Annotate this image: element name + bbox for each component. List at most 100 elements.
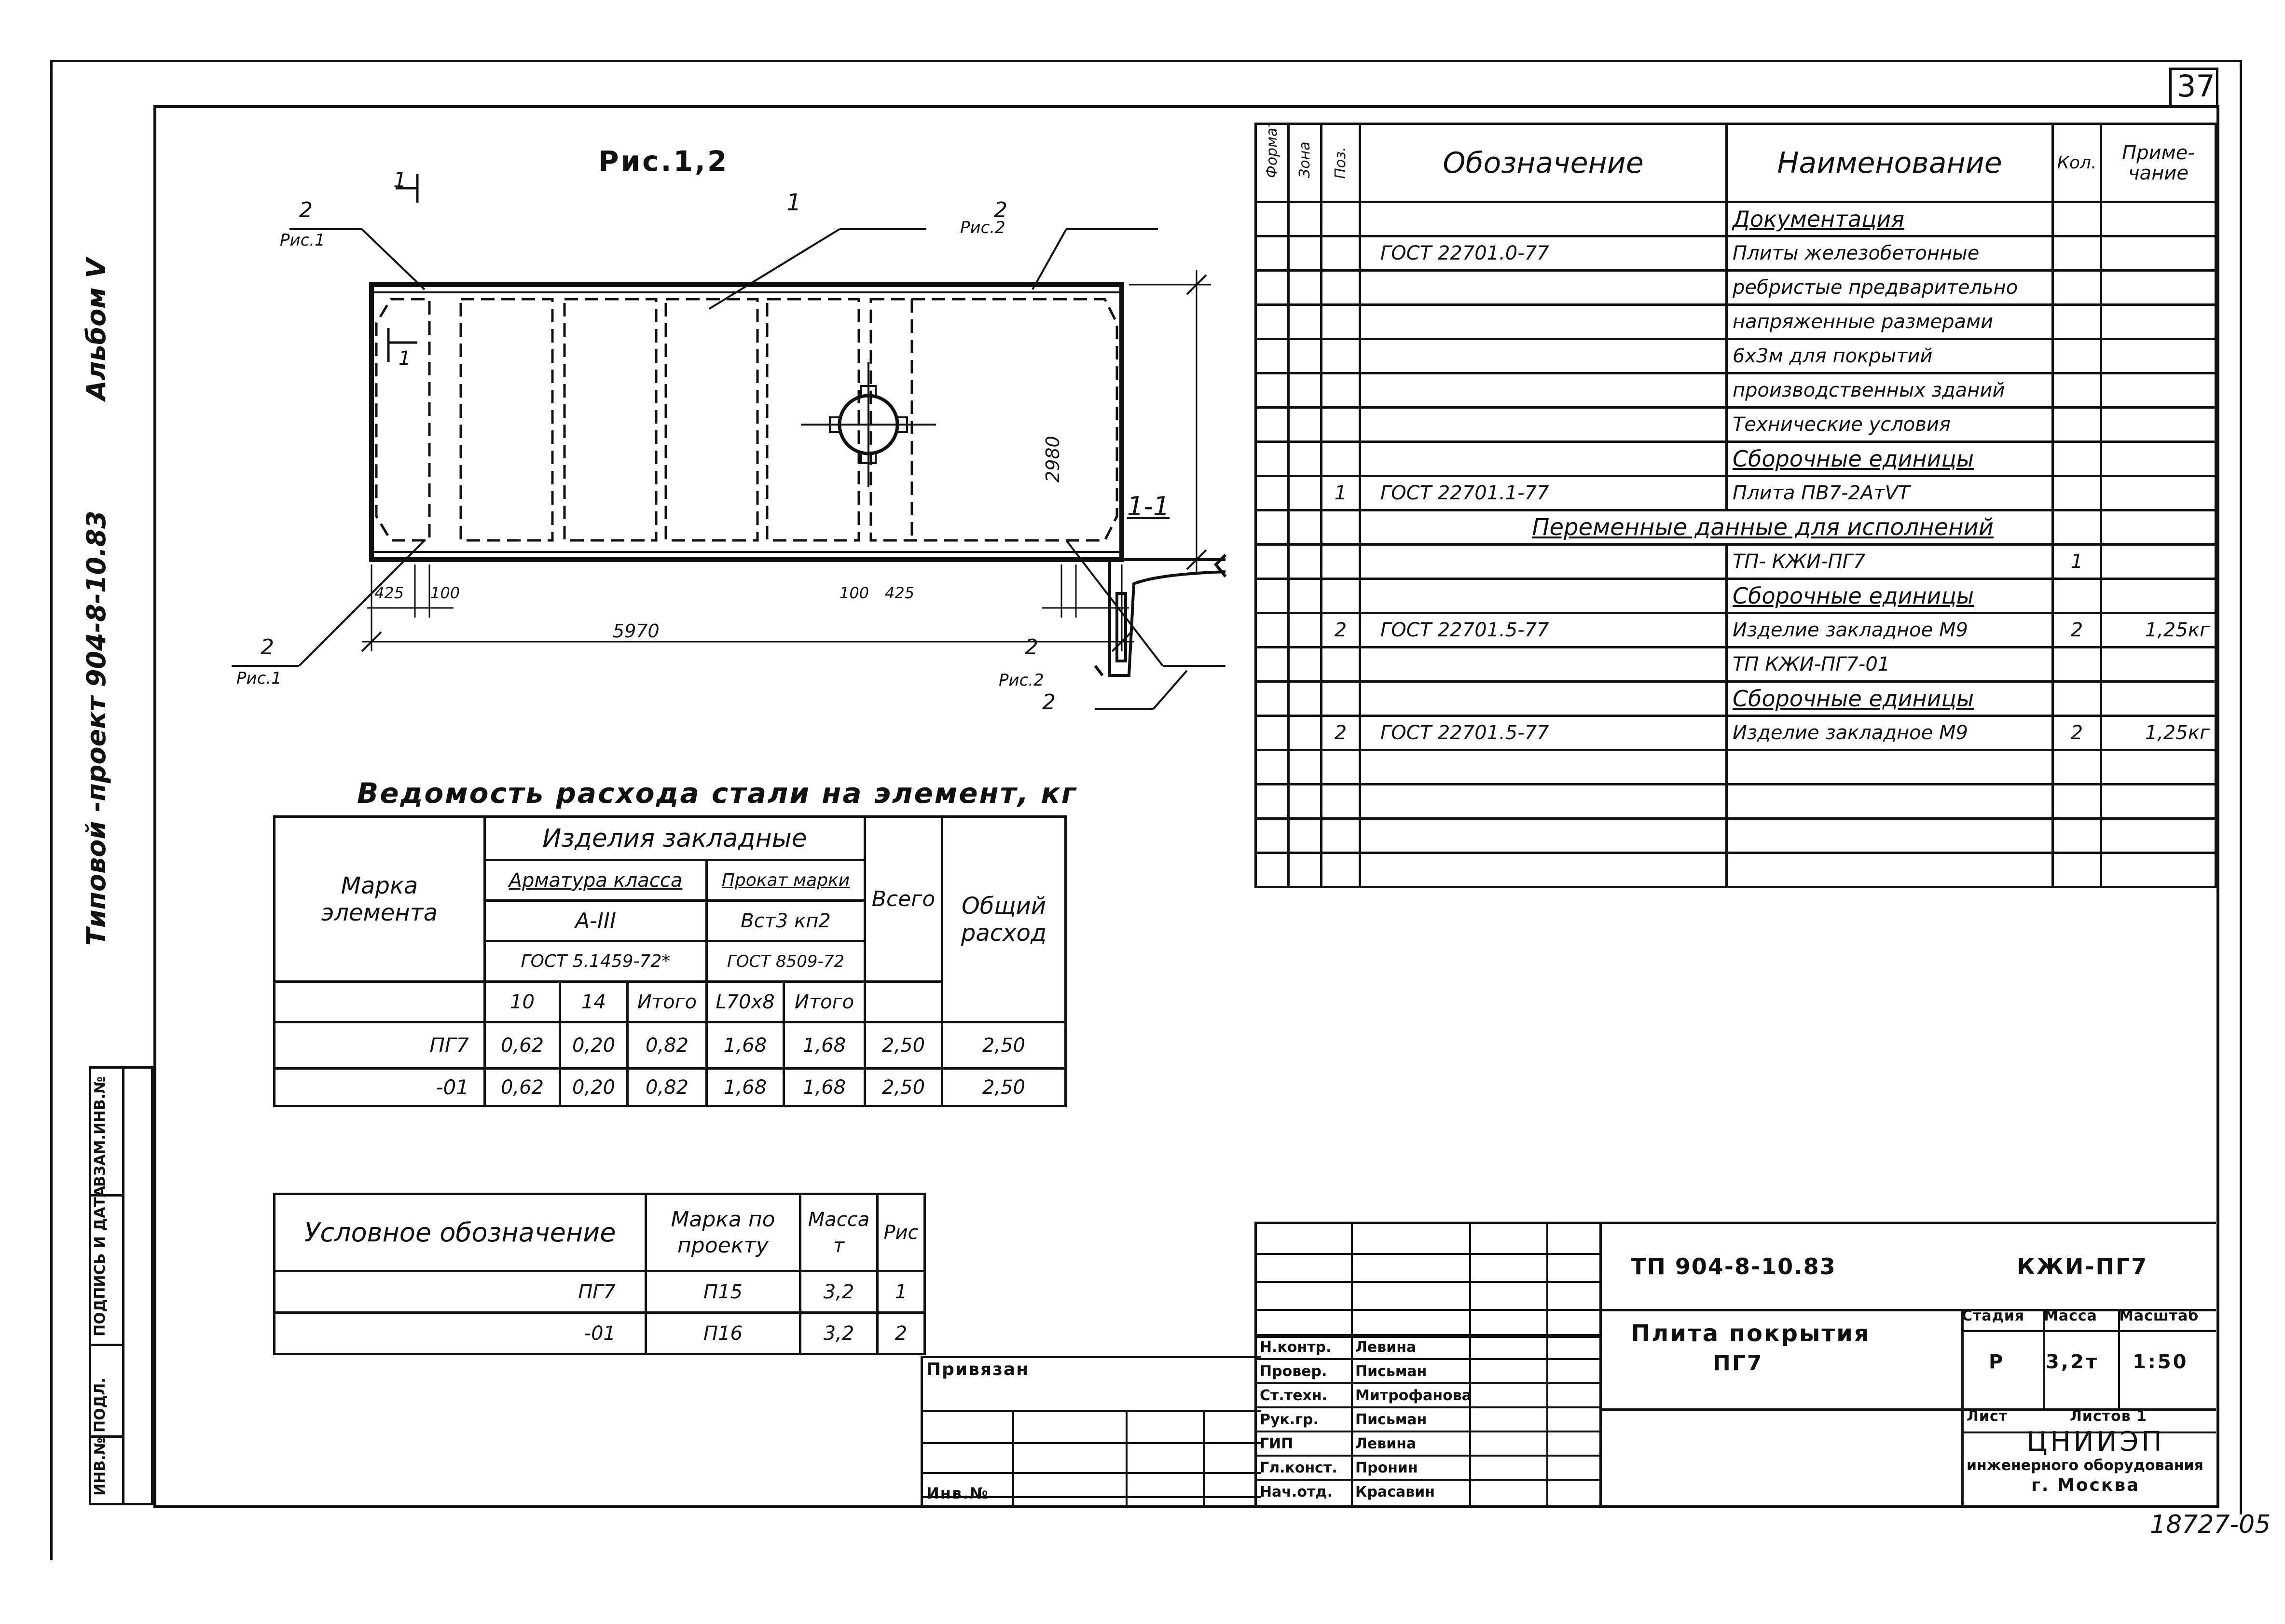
- spec-pos: 2: [1320, 612, 1361, 648]
- spec-designation: [1359, 852, 1728, 888]
- title-role: Провер.: [1260, 1363, 1327, 1380]
- title-stage-h: Стадия: [1962, 1307, 2025, 1324]
- steel-row-mark: ПГ7: [273, 1021, 486, 1070]
- plan-drawing: [232, 174, 1225, 667]
- spec-pos: 1: [1320, 475, 1361, 511]
- spec-format: [1254, 680, 1290, 717]
- inner-frame: [153, 105, 2219, 1508]
- cond-mass: 3,2: [799, 1311, 879, 1355]
- spec-pos: [1320, 680, 1361, 717]
- spec-row: 6х3м для покрытий: [1254, 338, 2217, 374]
- spec-designation: [1359, 543, 1728, 580]
- cond-mark: П15: [645, 1270, 801, 1314]
- title-role-name: Митрофанова: [1355, 1387, 1472, 1404]
- spec-h-qty: Кол.: [2051, 123, 2102, 203]
- callout-1: 1: [786, 189, 801, 216]
- spec-zone: [1287, 715, 1322, 751]
- spec-zone: [1287, 817, 1322, 854]
- spec-format: [1254, 475, 1290, 511]
- spec-qty: [2051, 303, 2102, 340]
- spec-span-text: Переменные данные для исполнений: [1359, 509, 2054, 546]
- cond-row: ПГ7 П15 3,2 1: [273, 1270, 926, 1314]
- spec-row: ТП КЖИ-ПГ7-01: [1254, 646, 2217, 683]
- spec-note: [2100, 646, 2217, 683]
- title-scale: 1:50: [2133, 1351, 2189, 1373]
- title-role-row: Нач.отд. Красавин: [1257, 1479, 1599, 1505]
- ref-bottom-right: Рис.2: [999, 671, 1044, 690]
- cond-fig: 1: [876, 1270, 926, 1314]
- spec-designation: [1359, 783, 1728, 820]
- cond-h-fig: Рис: [876, 1193, 926, 1272]
- title-role-name: Письман: [1355, 1363, 1427, 1380]
- spec-pos: [1320, 509, 1361, 546]
- steel-h-gost-rolled: ГОСТ 8509-72: [705, 940, 867, 983]
- spec-pos: [1320, 749, 1361, 785]
- steel-h-gost-rebar: ГОСТ 5.1459-72*: [483, 940, 708, 983]
- spec-name: 6х3м для покрытий: [1725, 338, 2054, 374]
- spec-zone: [1287, 543, 1322, 580]
- spec-zone: [1287, 303, 1322, 340]
- spec-qty: [2051, 783, 2102, 820]
- steel-cell: 2,50: [941, 1021, 1067, 1070]
- title-role-name: Красавин: [1355, 1484, 1435, 1500]
- tie-inv-no: Инв.№: [926, 1484, 989, 1502]
- title-role: Гл.конст.: [1260, 1459, 1337, 1476]
- title-role-name: Левина: [1355, 1435, 1417, 1452]
- steel-cell: 0,62: [483, 1021, 561, 1070]
- title-role-name: Письман: [1355, 1411, 1427, 1428]
- title-role: Нач.отд.: [1260, 1484, 1333, 1500]
- spec-note: [2100, 406, 2217, 443]
- spec-name: ТП КЖИ-ПГ7-01: [1725, 646, 2054, 683]
- spec-name: Сборочные единицы: [1725, 578, 2054, 614]
- spec-name: напряженные размерами: [1725, 303, 2054, 340]
- spec-qty: [2051, 475, 2102, 511]
- spec-zone: [1287, 440, 1322, 477]
- spec-format: [1254, 817, 1290, 854]
- steel-cell: 0,20: [559, 1067, 629, 1107]
- steel-sub-total-blank: [864, 980, 944, 1023]
- callout-2-top-left: 2: [299, 198, 313, 222]
- steel-h-rolled: Прокат марки: [705, 859, 867, 902]
- spec-qty: [2051, 406, 2102, 443]
- section-callout: 2: [1042, 690, 1056, 715]
- spec-h-designation: Обозначение: [1359, 123, 1728, 203]
- spec-name: Сборочные единицы: [1725, 680, 2054, 717]
- spec-pos: [1320, 578, 1361, 614]
- spec-zone: [1287, 269, 1322, 306]
- spec-name: Сборочные единицы: [1725, 440, 2054, 477]
- spec-zone: [1287, 578, 1322, 614]
- spec-qty: [2051, 440, 2102, 477]
- spec-qty: [2051, 680, 2102, 717]
- spec-format: [1254, 749, 1290, 785]
- fig-title: Рис.1,2: [598, 145, 729, 178]
- spec-name: Плита ПВ7-2АтVТ: [1725, 475, 2054, 511]
- steel-row-mark: -01: [273, 1067, 486, 1107]
- spec-designation: ГОСТ 22701.0-77: [1359, 235, 1728, 272]
- steel-table: Марка элемента Изделия закладные Всего О…: [273, 815, 1067, 1107]
- spec-qty: [2051, 749, 2102, 785]
- signature-date-label: ПОДПИСЬ И ДАТА: [92, 1185, 109, 1336]
- title-sheet-code: КЖИ-ПГ7: [2017, 1253, 2148, 1280]
- title-code: ТП 904-8-10.83: [1631, 1253, 1836, 1280]
- left-edge-line: [50, 60, 53, 1560]
- spec-format: [1254, 509, 1290, 546]
- spec-note: [2100, 680, 2217, 717]
- spec-zone: [1287, 235, 1322, 272]
- cond-symbol: -01: [273, 1311, 647, 1355]
- title-role: Н.контр.: [1260, 1339, 1332, 1356]
- spec-row: [1254, 817, 2217, 854]
- spec-note: [2100, 269, 2217, 306]
- spec-row: ребристые предварительно: [1254, 269, 2217, 306]
- cond-table: Условное обозначение Марка по проекту Ма…: [273, 1193, 926, 1355]
- spec-h-zone: Зона: [1287, 123, 1322, 203]
- spec-qty: [2051, 269, 2102, 306]
- spec-qty: [2051, 646, 2102, 683]
- spec-pos: [1320, 783, 1361, 820]
- spec-name: Технические условия: [1725, 406, 2054, 443]
- spec-format: [1254, 235, 1290, 272]
- spec-designation: [1359, 440, 1728, 477]
- steel-cell: 1,68: [782, 1021, 867, 1070]
- spec-designation: [1359, 406, 1728, 443]
- spec-qty: [2051, 509, 2102, 546]
